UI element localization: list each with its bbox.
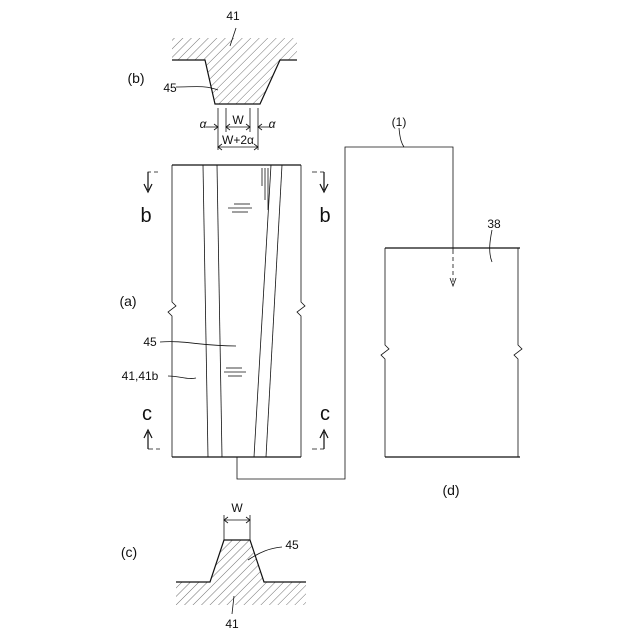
label-45-a: 45 bbox=[143, 335, 157, 349]
view-c-cross-section bbox=[176, 515, 306, 614]
view-b-cross-section bbox=[172, 28, 297, 104]
panel-38-left-edge-break bbox=[381, 248, 389, 457]
label-section-c-left: c bbox=[142, 403, 152, 425]
panel-38-right-edge-break bbox=[514, 248, 522, 457]
label-38: 38 bbox=[487, 217, 501, 231]
label-view-b: (b) bbox=[127, 70, 144, 86]
label-45-b: 45 bbox=[163, 81, 177, 95]
label-w2a: W+2α bbox=[222, 133, 254, 147]
label-section-b-left: b bbox=[140, 205, 151, 227]
label-view-c: (c) bbox=[121, 544, 137, 560]
leader-connector-1 bbox=[399, 128, 404, 147]
view-a-plan bbox=[160, 165, 305, 457]
label-w-top: W bbox=[232, 113, 244, 127]
plan-right-edge-break bbox=[297, 165, 305, 457]
label-45-c: 45 bbox=[285, 538, 299, 552]
groove-line-left-inner bbox=[217, 165, 222, 457]
label-alpha-right: α bbox=[269, 117, 277, 131]
label-41-top: 41 bbox=[226, 9, 240, 23]
groove-line-left-outer bbox=[203, 165, 208, 457]
hatched-region-41-45-top bbox=[172, 38, 297, 104]
label-w-bottom: W bbox=[231, 501, 243, 515]
view-d-panel bbox=[381, 230, 522, 457]
label-41-41b: 41,41b bbox=[122, 369, 159, 383]
label-connector-1: (1) bbox=[392, 115, 407, 129]
label-view-d: (d) bbox=[442, 482, 459, 498]
label-alpha-left: α bbox=[200, 117, 208, 131]
leader-45-a bbox=[160, 342, 236, 346]
label-section-b-right: b bbox=[319, 205, 330, 227]
label-section-c-right: c bbox=[320, 403, 330, 425]
label-41-bottom: 41 bbox=[225, 617, 239, 631]
plan-left-edge-break bbox=[168, 165, 176, 457]
label-view-a: (a) bbox=[119, 293, 136, 309]
section-line-b-left bbox=[148, 172, 158, 190]
leader-38 bbox=[490, 230, 492, 262]
